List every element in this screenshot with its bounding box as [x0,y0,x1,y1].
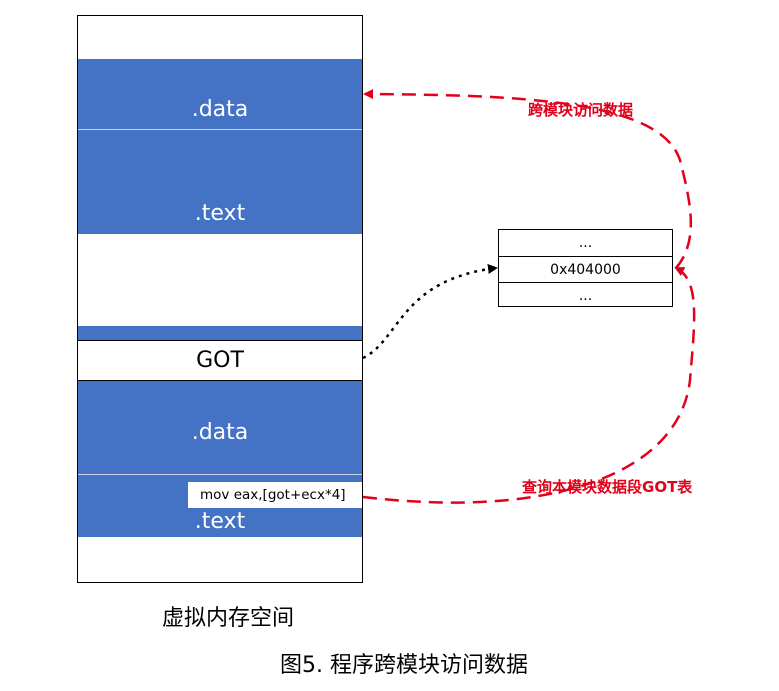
lower-text-label: .text [194,508,246,534]
cross-module-access-label: 跨模块访问数据 [528,101,634,119]
got-table: ... 0x404000 ... [498,229,673,307]
red-dashed-arrow-to-table [362,266,696,504]
got-table-row: ... [499,282,672,309]
got-lookup-label: 查询本模块数据段GOT表 [522,478,693,496]
instruction-text: mov eax,[got+ecx*4] [200,487,346,503]
black-dotted-arrow [362,264,498,360]
lower-data-label: .data [191,419,249,445]
memory-caption: 虚拟内存空间 [162,606,295,631]
got-table-row: ... [578,235,593,251]
upper-data-segment: .data [78,59,362,129]
upper-text-label: .text [194,200,246,226]
got-table-row-address: 0x404000 [499,256,672,283]
upper-text-segment: .text [78,129,362,234]
upper-data-label: .data [191,96,249,122]
got-block: GOT [77,340,363,381]
instruction-box: mov eax,[got+ecx*4] [188,482,362,508]
red-dashed-arrow-to-data [363,89,693,269]
got-label: GOT [196,348,244,373]
figure-caption: 图5. 程序跨模块访问数据 [280,653,528,678]
